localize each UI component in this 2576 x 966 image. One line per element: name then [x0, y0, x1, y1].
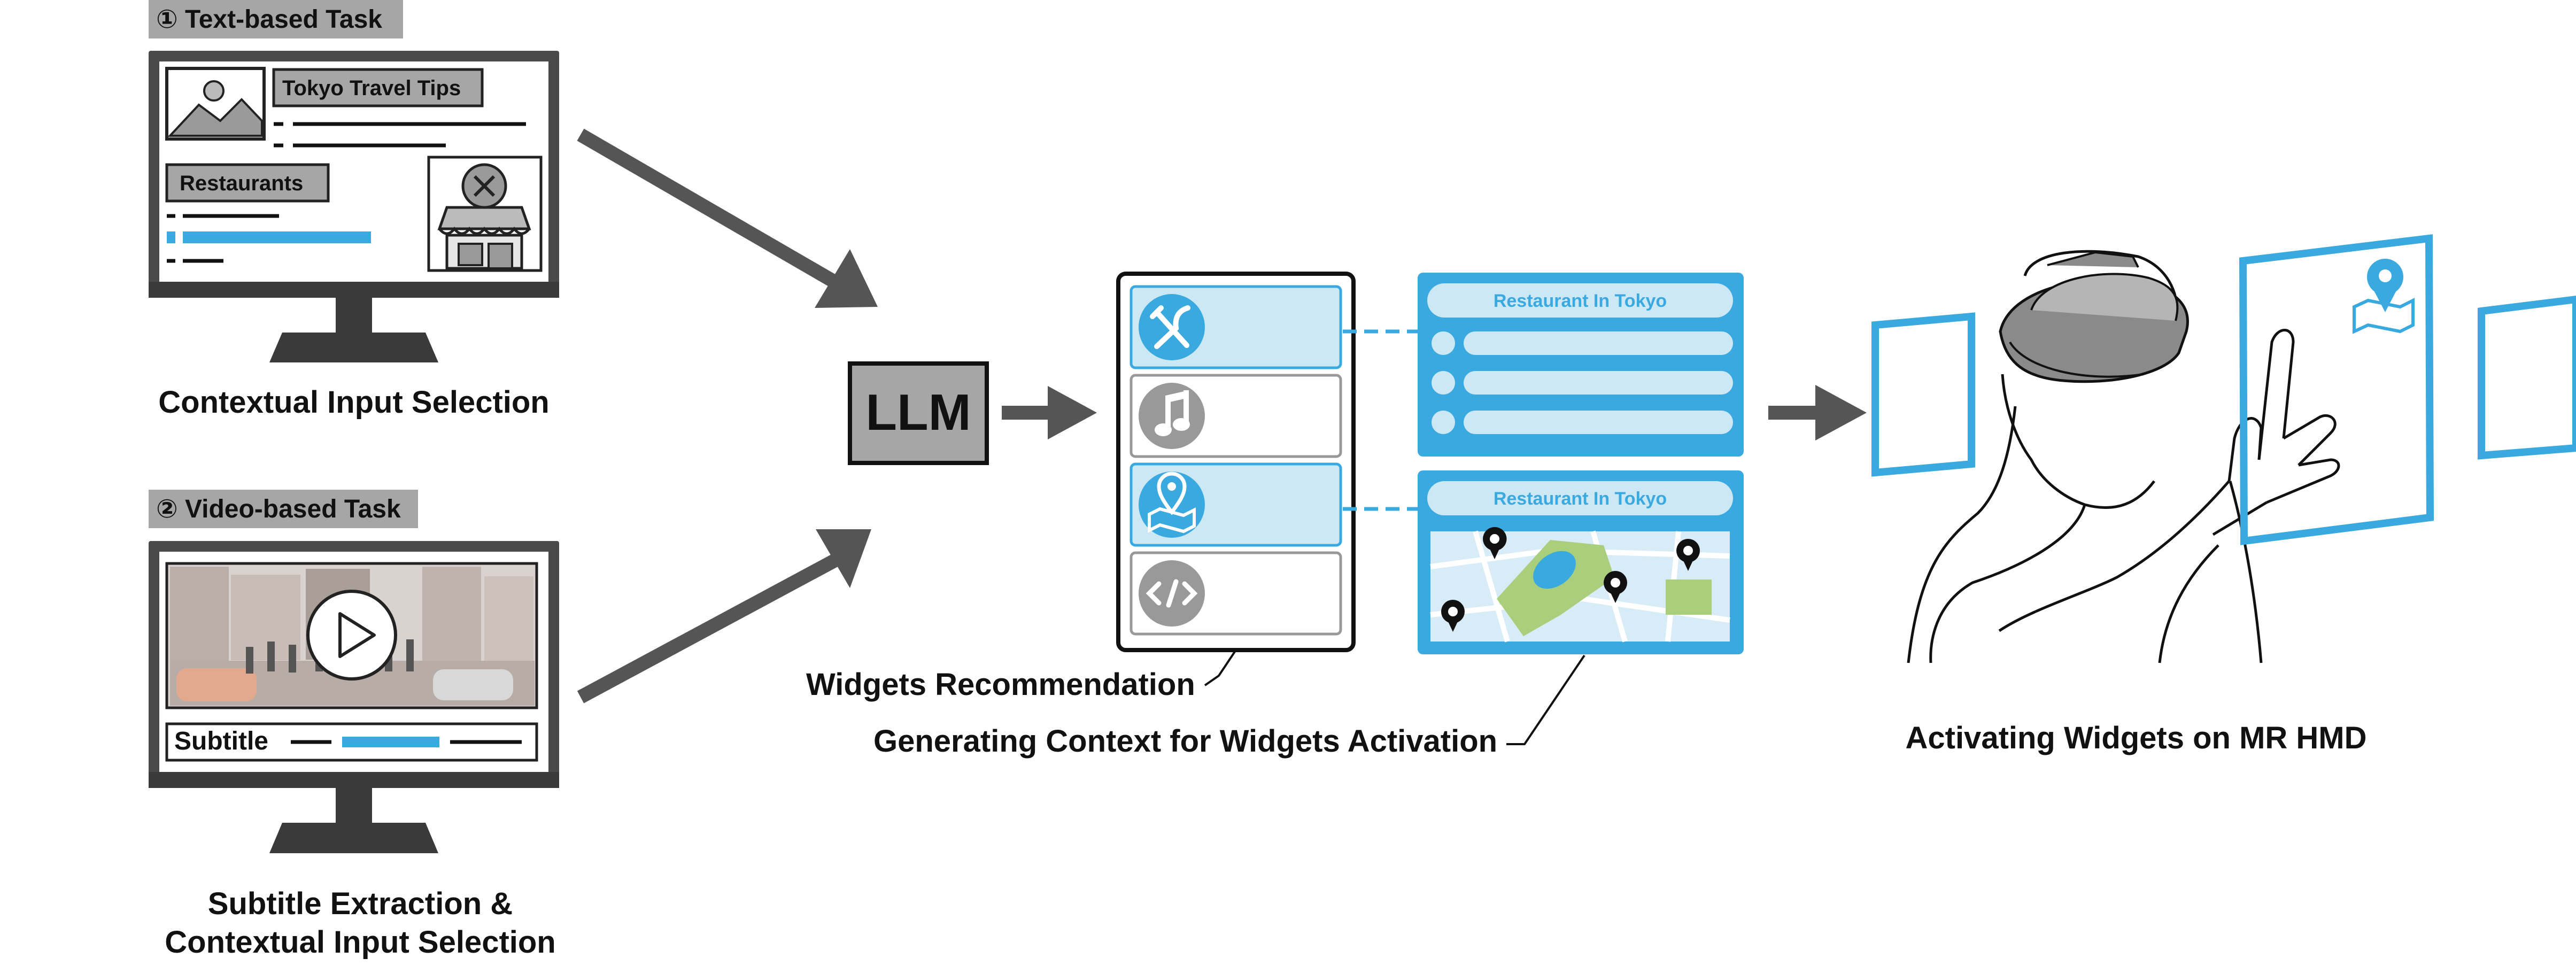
llm-label: LLM	[865, 384, 971, 441]
subtitle-label: Subtitle	[174, 727, 268, 755]
video-task-group: ② Video-based Task	[149, 490, 559, 960]
map-marker-icon	[1676, 539, 1700, 571]
video-task-caption-line1: Subtitle Extraction &	[208, 886, 513, 921]
text-task-label: ① Text-based Task	[156, 5, 382, 34]
widget-item-map[interactable]	[1130, 462, 1342, 547]
widget-recommendation-list	[1116, 272, 1356, 652]
restaurants-label-box	[165, 163, 330, 203]
selected-text-highlight	[183, 231, 371, 243]
video-task-label: ② Video-based Task	[156, 495, 401, 523]
restaurants-label: Restaurants	[180, 172, 303, 195]
arrow-head	[815, 249, 878, 308]
widgets-recommendation-caption: Widgets Recommendation	[806, 667, 1195, 702]
floating-widget-panel	[1871, 312, 1975, 477]
article-text-lines	[274, 122, 526, 148]
map-panel-title: Restaurant In Tokyo	[1494, 489, 1667, 509]
vr-headset-icon	[1999, 251, 2189, 383]
widgets-caption-leader	[1204, 649, 1237, 686]
image-placeholder-icon	[165, 67, 266, 141]
card-title-box	[272, 68, 484, 107]
subtitle-highlight	[342, 737, 439, 747]
arrow-head	[816, 529, 871, 588]
text-task-label-bg	[149, 0, 403, 38]
map-marker-icon	[1483, 527, 1507, 559]
play-button-icon[interactable]	[306, 590, 397, 681]
list-panel-title: Restaurant In Tokyo	[1494, 291, 1667, 311]
text-task-group: ① Text-based Task Tokyo Travel Tips Rest…	[149, 0, 559, 420]
llm-block: LLM	[848, 361, 989, 465]
code-icon	[1146, 579, 1198, 608]
arrows-to-llm	[577, 128, 878, 704]
widget-item-restaurant[interactable]	[1130, 285, 1342, 369]
arrow-to-mr	[1768, 385, 1867, 441]
mr-map-widget	[2239, 234, 2434, 545]
video-task-label-bg	[149, 490, 418, 528]
widget-context-connectors	[1343, 329, 1418, 511]
context-caption-leader	[1506, 654, 1585, 745]
context-generation-caption: Generating Context for Widgets Activatio…	[873, 724, 1497, 759]
map-pin-icon	[1148, 472, 1196, 534]
widget-item-music[interactable]	[1130, 374, 1342, 458]
map-pin-icon	[2353, 259, 2415, 334]
map-marker-icon	[1604, 571, 1627, 603]
restaurant-shop-icon	[427, 156, 543, 272]
text-task-caption: Contextual Input Selection	[158, 385, 550, 420]
map-marker-icon	[1441, 600, 1465, 632]
video-task-caption-line2: Contextual Input Selection	[165, 925, 556, 960]
restaurant-text-lines	[167, 214, 371, 263]
mr-caption: Activating Widgets on MR HMD	[1905, 721, 2366, 755]
music-note-icon	[1155, 390, 1190, 436]
floating-widget-panel	[2478, 295, 2576, 460]
arrow-llm-to-widgets	[1002, 386, 1097, 439]
context-list-panel: Restaurant In Tokyo	[1418, 273, 1744, 457]
mr-hmd-scene	[1871, 234, 2576, 663]
card-title: Tokyo Travel Tips	[282, 76, 461, 100]
fork-knife-icon	[1150, 305, 1190, 349]
widget-item-code[interactable]	[1130, 551, 1342, 636]
context-map-panel: Restaurant In Tokyo	[1418, 470, 1744, 654]
